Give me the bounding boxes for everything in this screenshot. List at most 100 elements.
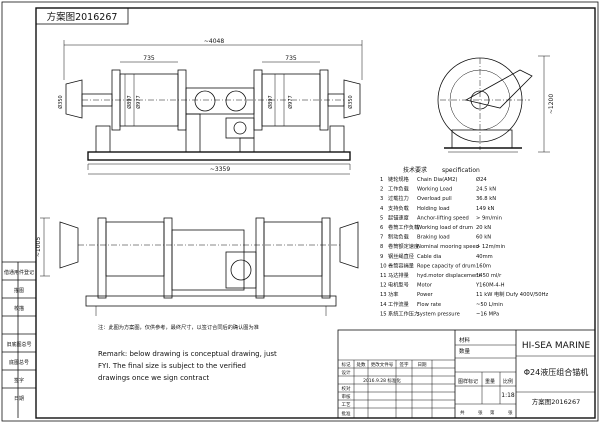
spec-row-5-en: Working load of drum: [417, 225, 473, 231]
svg-text:Ø977: Ø977: [135, 95, 142, 108]
plan-left-drum: [105, 221, 165, 277]
spec-row-8-n: 9: [380, 254, 383, 260]
spec-row-10-en: hyd.motor displacement: [417, 273, 480, 279]
svg-text:Ø350: Ø350: [57, 95, 64, 108]
spec-row-6-cn: 制动负载: [388, 233, 409, 241]
spec-row-2-en: Overload pull: [417, 196, 452, 202]
svg-text:Ø350: Ø350: [347, 95, 354, 108]
chain-stopper-arm: [464, 69, 533, 109]
svg-text:Ø897: Ø897: [126, 95, 133, 108]
date-entry: 2016.9.28 标准化: [363, 377, 401, 384]
spec-row-14-cn: 系统工作压力: [388, 309, 419, 317]
plan-view: ~1005: [35, 217, 359, 316]
strip-label-1: 描图: [14, 287, 24, 294]
spec-title-en: specification: [442, 167, 480, 174]
spec-row-12-val: 11 kW 电制 Dufy 400V/50Hz: [476, 290, 548, 298]
material-label: 材料: [459, 336, 471, 344]
scale-label: 比例: [503, 378, 513, 385]
spec-row-2-n: 3: [380, 196, 383, 202]
spec-title-cn: 技术要求: [403, 166, 427, 174]
stage-label: 图样标记: [458, 378, 478, 385]
spec-row-0-n: 1: [380, 177, 383, 183]
sign-row-3: 工艺: [342, 402, 351, 408]
plan-gearbox: [171, 229, 245, 291]
spec-row-0-en: Chain Dia(AM2): [417, 177, 457, 183]
remark-en-2: FYI. The final size is subject to the ve…: [98, 362, 246, 370]
spec-row-3-cn: 支持负载: [388, 204, 409, 212]
sign-row-1: 校对: [342, 385, 351, 392]
spec-row-2-cn: 过载拉力: [388, 194, 409, 202]
spec-row-11-cn: 电机型号: [388, 281, 409, 289]
remarks: 注：此图为方案图，仅供参考，最终尺寸，以签订合同后的确认图为准 Remark: …: [98, 323, 277, 382]
spec-row-13-val: ~50 L/min: [476, 302, 503, 308]
spec-row-9-en: Rope capacity of drum: [417, 263, 476, 269]
scale-value: 1:18: [501, 392, 515, 399]
spec-row-4-cn: 起锚速度: [388, 213, 409, 221]
side-view: ~1200: [437, 55, 555, 153]
spec-row-9-cn: 卷筒容绳量: [388, 261, 414, 269]
specification-table: 技术要求 specification: [403, 166, 480, 174]
spec-row-14-val: ~16 MPa: [476, 311, 499, 317]
dim-plan-width: ~1005: [35, 237, 42, 257]
sheet-cell-1: 张: [478, 409, 483, 416]
sheet-cell-3: 张: [508, 409, 513, 416]
svg-text:方案图2016267: 方案图2016267: [47, 11, 118, 23]
title-block: 材料 数量 HI-SEA MARINE Φ24液压组合锚机 方案图2016267…: [337, 329, 596, 419]
remark-cn: 注：此图为方案图，仅供参考，最终尺寸，以签订合同后的确认图为准: [98, 323, 259, 331]
spec-row-12-n: 13: [380, 292, 387, 298]
sheet-cell-0: 共: [460, 409, 465, 416]
spec-row-4-en: Anchor-lifting speed: [417, 215, 469, 221]
plan-right-drum: [263, 221, 323, 277]
spec-row-14-n: 15: [380, 311, 387, 317]
sign-row-0: 设计: [342, 369, 351, 376]
strip-label-5: 签字: [14, 377, 24, 384]
svg-text:Ø977: Ø977: [287, 95, 294, 108]
spec-row-3-en: Holding load: [417, 206, 450, 212]
dim-overall: ~4048: [204, 38, 224, 45]
spec-row-1-val: 24.5 kN: [476, 187, 496, 193]
center-gearbox: [185, 87, 255, 115]
dim-frame: ~3359: [210, 166, 230, 173]
sign-row-2: 审核: [342, 393, 351, 400]
spec-row-1-en: Working Load: [417, 187, 452, 193]
svg-text:Ø897: Ø897: [267, 95, 274, 108]
strip-label-0: 借通用件登记: [4, 269, 34, 276]
plan-base-frame: [85, 295, 337, 307]
spec-row-4-n: 5: [380, 215, 383, 221]
remark-en-3: drawings once we sign contract: [98, 374, 209, 382]
sign-row-4: 批准: [342, 410, 351, 417]
spec-row-8-val: 40mm: [476, 254, 493, 260]
spec-row-2-val: 36.8 kN: [476, 196, 496, 202]
spec-row-13-cn: 工作流量: [388, 300, 409, 308]
drawing-title: Φ24液压组合锚机: [524, 367, 588, 377]
spec-row-10-val: 1450 ml/r: [476, 273, 502, 279]
weight-label: 重量: [485, 378, 495, 385]
left-gypsy-head: [65, 79, 83, 119]
drawing-number: 方案图2016267: [532, 397, 580, 406]
remark-en-1: Remark: below drawing is conceptual draw…: [98, 350, 277, 358]
spec-row-8-cn: 钢丝绳直径: [388, 252, 414, 260]
spec-row-13-en: Flow rate: [417, 302, 441, 308]
qty-label: 数量: [459, 347, 471, 355]
company-name: HI-SEA MARINE: [522, 341, 591, 351]
spec-row-9-n: 10: [380, 263, 387, 269]
spec-row-13-n: 14: [380, 302, 387, 308]
spec-row-7-val: > 12m/min: [476, 244, 505, 250]
spec-row-6-val: 60 kN: [476, 235, 491, 241]
dim-side-height: ~1200: [548, 94, 555, 114]
sheet-cell-2: 第: [490, 409, 495, 416]
spec-row-14-en: system pressure: [417, 311, 460, 317]
spec-row-1-n: 2: [380, 187, 383, 193]
base-frame: [87, 151, 351, 161]
spec-row-12-en: Power: [417, 292, 434, 298]
front-view: ~4048 735 735 Ø350 Ø350 Ø897 Ø977 Ø897 Ø…: [57, 38, 363, 175]
spec-row-7-n: 8: [380, 244, 383, 250]
right-gypsy-head: [343, 79, 361, 119]
hdr-cell-4: 日期: [418, 362, 427, 368]
spec-row-10-n: 11: [380, 273, 387, 279]
hdr-cell-2: 更改文件号: [371, 361, 394, 368]
inner-border: [35, 7, 596, 419]
spec-row-10-cn: 马达排量: [388, 271, 409, 279]
spec-row-11-en: Motor: [417, 283, 433, 289]
